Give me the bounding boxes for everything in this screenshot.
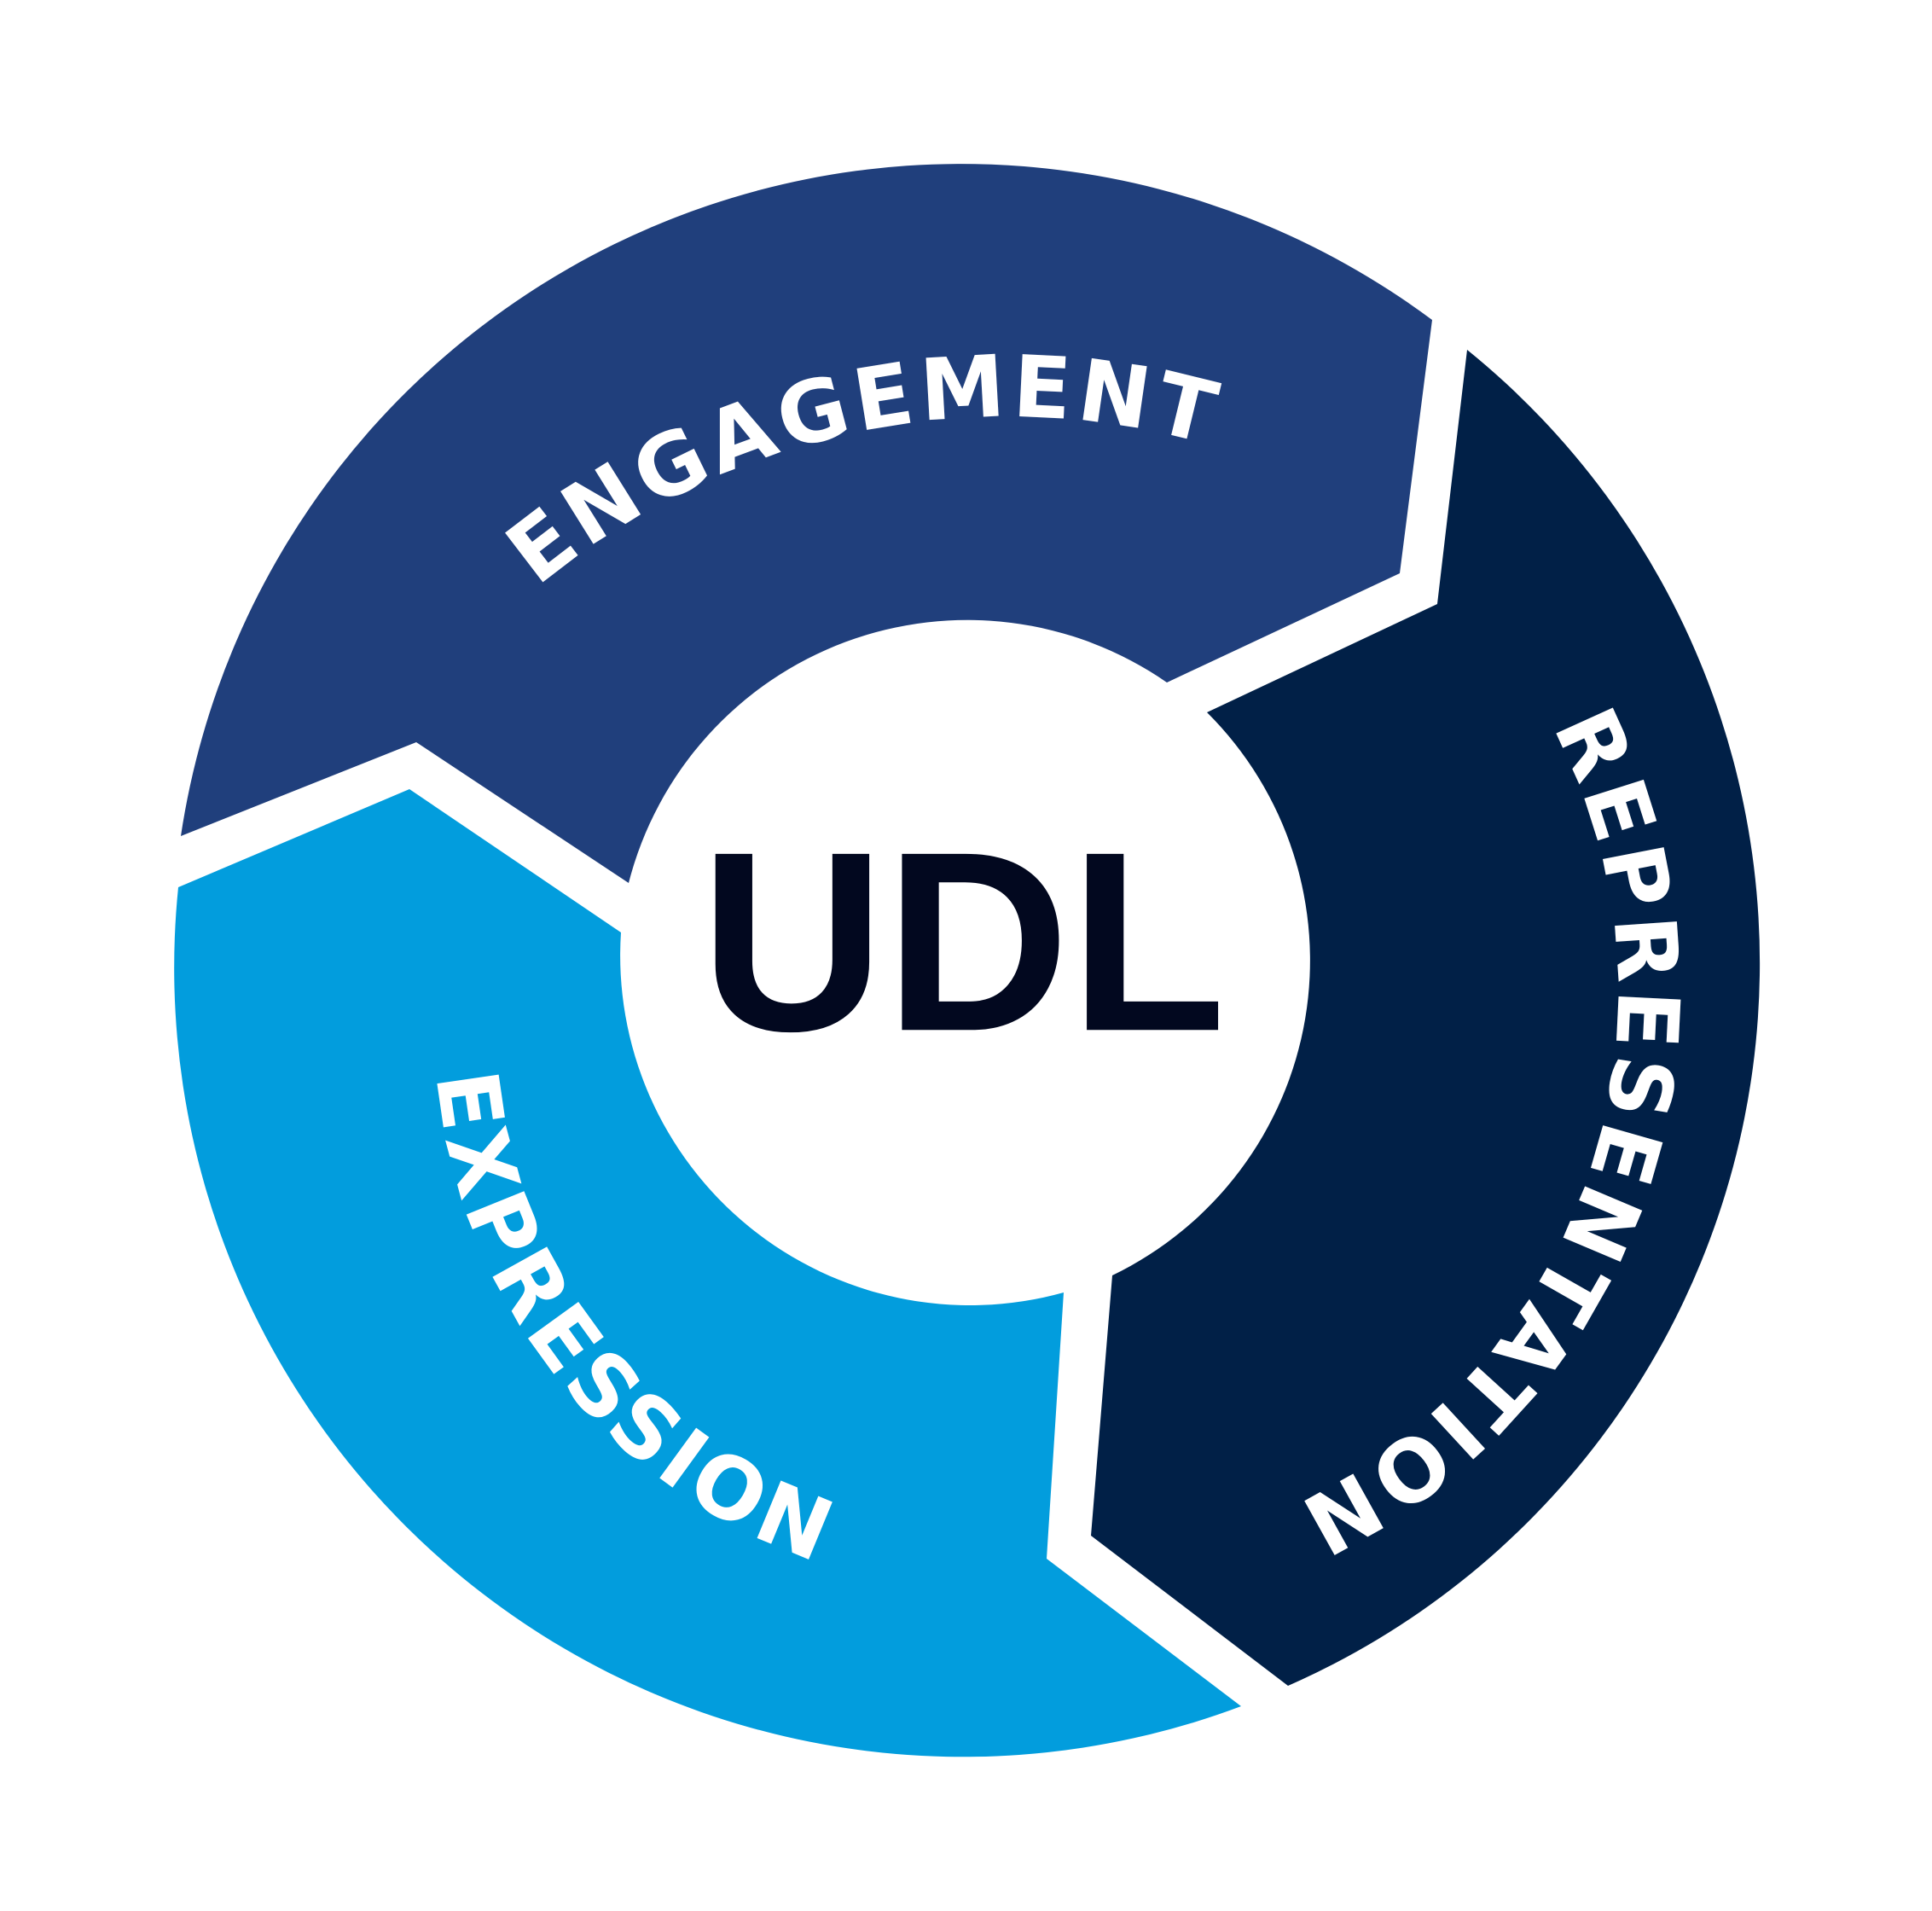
engagement-segment — [181, 164, 1432, 883]
center-label: UDL — [700, 798, 1227, 1084]
expression-segment — [174, 789, 1241, 1757]
representation-segment — [1091, 350, 1761, 1686]
